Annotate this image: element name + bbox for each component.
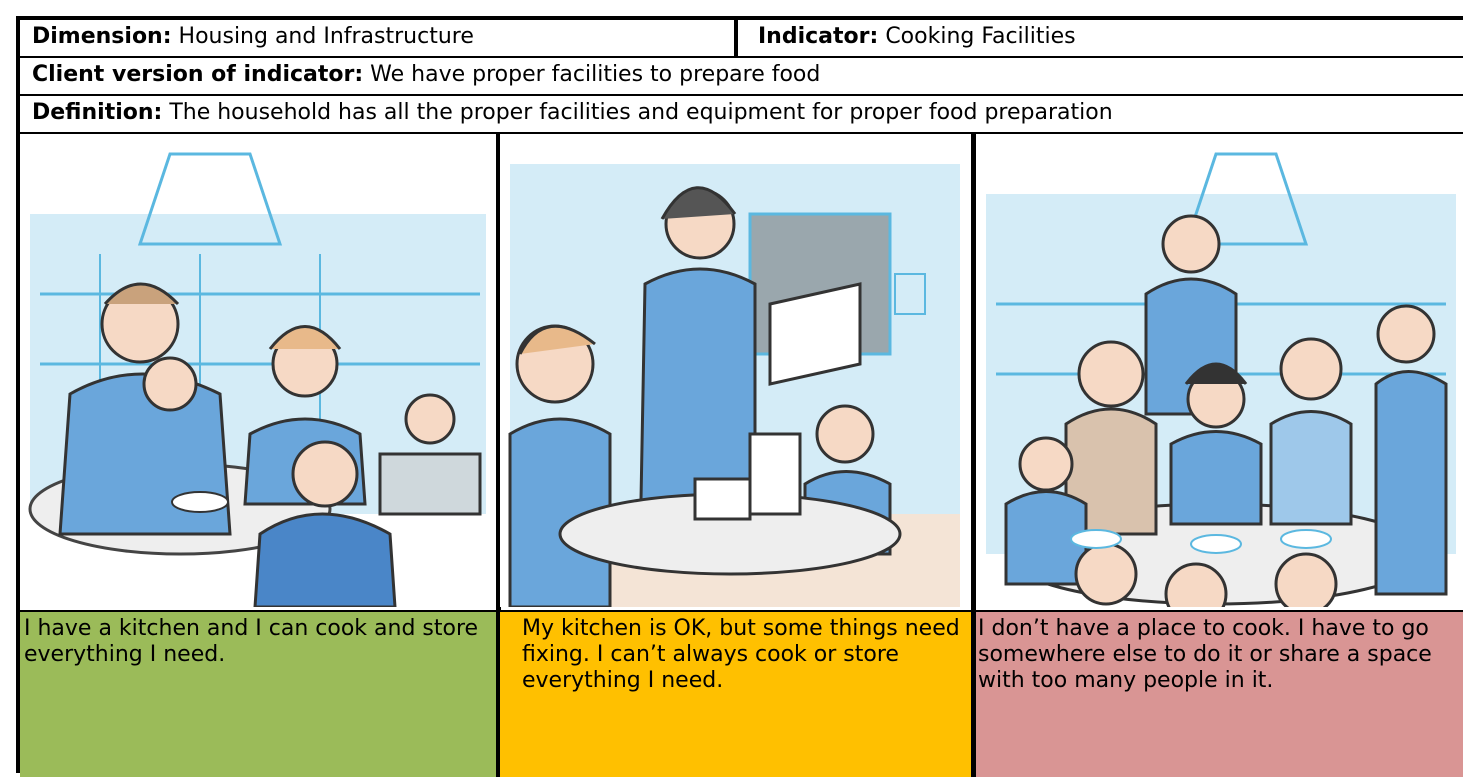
dimension-value: Housing and Infrastructure [178, 24, 474, 49]
panel-yellow: My kitchen is OK, but some things need f… [500, 134, 972, 777]
indicator-sheet: Dimension: Housing and Infrastructure In… [16, 16, 1463, 777]
dimension-label: Dimension: [32, 24, 172, 49]
panels-row: I have a kitchen and I can cook and stor… [20, 134, 1463, 777]
caption-red: I don’t have a place to cook. I have to … [976, 610, 1463, 777]
panel-red: I don’t have a place to cook. I have to … [976, 134, 1463, 777]
dimension-cell: Dimension: Housing and Infrastructure [20, 20, 738, 56]
header-row: Dimension: Housing and Infrastructure In… [20, 20, 1463, 58]
caption-green: I have a kitchen and I can cook and stor… [20, 610, 496, 777]
definition-value: The household has all the proper facilit… [169, 100, 1113, 125]
kitchen-mother-children-illustration [500, 134, 972, 607]
client-version-label: Client version of indicator: [32, 62, 364, 87]
client-version-row: Client version of indicator: We have pro… [20, 58, 1463, 96]
indicator-label: Indicator: [758, 24, 879, 49]
client-version-value: We have proper facilities to prepare foo… [370, 62, 821, 87]
kitchen-family-illustration [20, 134, 496, 607]
definition-label: Definition: [32, 100, 163, 125]
panel-green: I have a kitchen and I can cook and stor… [20, 134, 496, 777]
indicator-value: Cooking Facilities [885, 24, 1076, 49]
indicator-cell: Indicator: Cooking Facilities [738, 20, 1463, 56]
panel-divider [971, 134, 976, 777]
crowded-kitchen-illustration [976, 134, 1463, 607]
panel-divider [496, 134, 501, 777]
caption-yellow: My kitchen is OK, but some things need f… [500, 610, 972, 777]
definition-row: Definition: The household has all the pr… [20, 96, 1463, 134]
